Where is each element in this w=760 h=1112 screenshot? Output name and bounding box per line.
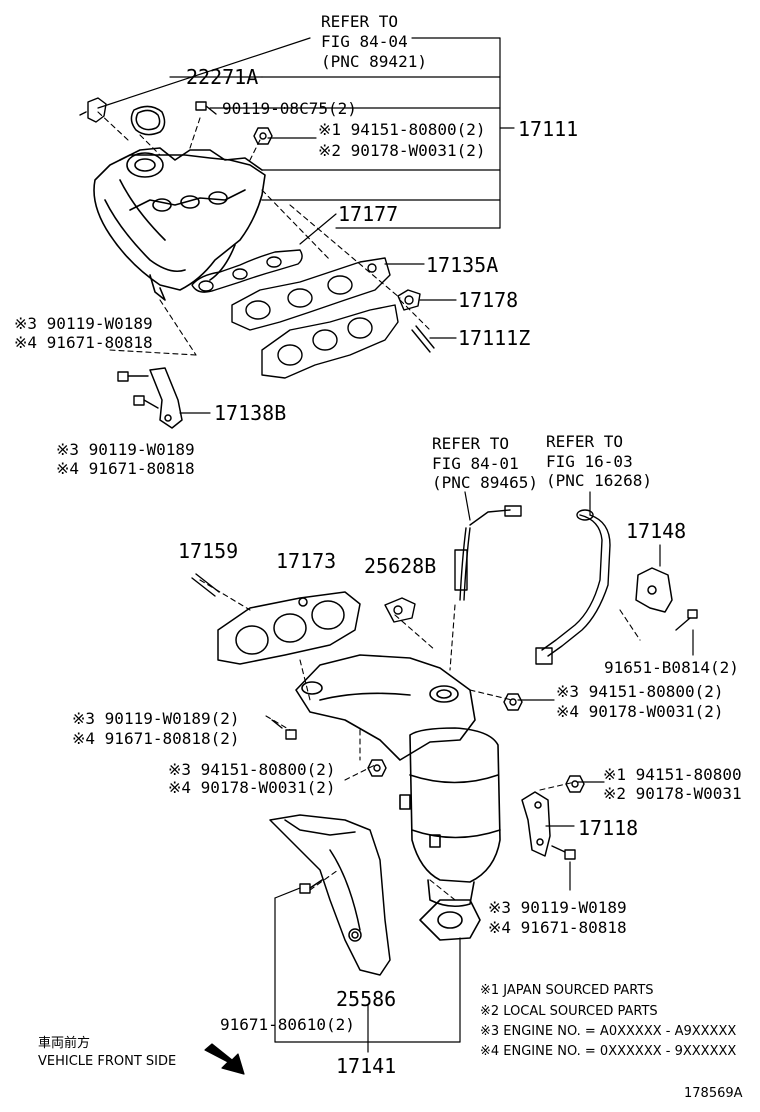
nut-94151-top [253,127,273,145]
part-90119-w0189-b: ※3 90119-W0189 [56,440,195,459]
part-90178-w0031-mid-left: ※4 90178-W0031(2) [168,778,336,797]
part-91671-80818-b: ※4 91671-80818 [56,459,195,478]
part-90178-w0031-right: ※2 90178-W0031 [603,784,742,803]
ref-top-line3: (PNC 89421) [321,52,427,71]
ref-top-line1: REFER TO [321,12,399,31]
part-17141: 17141 [336,1054,397,1078]
bolt-91651 [675,609,698,631]
vehicle-front-arrow [204,1043,245,1075]
ref-sensor-line3: (PNC 89465) [432,473,538,492]
bolt-91671-80610 [299,879,323,894]
vehicle-front-jp: 車両前方 [38,1036,91,1051]
part-17178: 17178 [458,288,519,312]
part-25628b: 25628B [364,554,437,578]
oxygen-sensor [454,505,522,601]
legend-item-1: ※1 JAPAN SOURCED PARTS [480,983,654,998]
ref-pipe-line1: REFER TO [546,432,624,451]
part-91671-80610: 91671-80610(2) [220,1015,355,1034]
nut-94151-right [565,775,585,793]
stud-17159 [191,573,220,597]
connector-top-left [79,97,107,123]
bracket-17148 [635,567,673,613]
ref-top-line2: FIG 84-04 [321,32,408,51]
part-91671-80818-2: ※4 91671-80818(2) [72,729,240,748]
part-90119-w0189-2: ※3 90119-W0189(2) [72,709,240,728]
part-25586: 25586 [336,987,397,1011]
part-94151-80800-right: ※1 94151-80800 [603,765,742,784]
part-17138b: 17138B [214,401,287,425]
gasket-17173 [217,591,361,665]
part-17177: 17177 [338,202,399,226]
part-17135a: 17135A [426,253,499,277]
bracket-17138b [149,367,183,429]
part-17148: 17148 [626,519,687,543]
bracket-17118 [521,791,551,857]
part-17159: 17159 [178,539,239,563]
part-17118: 17118 [578,816,639,840]
bolt-90119-lower-right [551,845,576,860]
gasket-17178 [397,289,421,311]
ref-pipe-line3: (PNC 16268) [546,471,652,490]
heat-insulator-25586 [269,814,391,976]
part-90119-w0189-a: ※3 90119-W0189 [14,314,153,333]
ref-sensor-line2: FIG 84-01 [432,454,519,473]
bolt-90119-08c75 [195,101,217,115]
part-94151-80800-mid-left: ※3 94151-80800(2) [168,760,336,779]
bolt-17138b-b [133,395,159,409]
part-91671-80818-a: ※4 91671-80818 [14,333,153,352]
part-90119-08c75: 90119-08C75(2) [222,99,357,118]
gasket-22271a [130,105,166,136]
gasket-17177 [191,249,303,293]
nut-94151-mid-right [503,693,523,711]
dashed-lines [97,111,641,901]
part-91651-b0814: 91651-B0814(2) [604,658,739,677]
ref-sensor-line1: REFER TO [432,434,510,453]
part-94151-80800-mid-right: ※3 94151-80800(2) [556,682,724,701]
gasket-25628b [384,597,416,623]
vehicle-front-en: VEHICLE FRONT SIDE [38,1054,177,1069]
ref-pipe-line2: FIG 16-03 [546,452,633,471]
bolt-90119-left [271,719,297,740]
part-90178-w0031-top: ※2 90178-W0031(2) [318,141,486,160]
gasket-plate-upper [261,304,399,379]
exhaust-manifold-converter-17141 [295,654,501,941]
legend-item-2: ※2 LOCAL SOURCED PARTS [480,1004,658,1019]
plate-17135a [231,257,391,331]
stud-17111z [411,325,435,353]
part-17111: 17111 [518,117,579,141]
pipe-16268 [535,509,611,665]
part-91671-80818-c: ※4 91671-80818 [488,918,627,937]
part-22271a: 22271A [186,65,259,89]
nut-94151-mid-left [367,759,387,777]
part-90178-w0031-mid-right: ※4 90178-W0031(2) [556,702,724,721]
legend-item-3: ※3 ENGINE NO. = A0XXXXX - A9XXXXX [480,1024,737,1039]
exhaust-manifold-17111 [93,147,266,301]
part-94151-80800-top: ※1 94151-80800(2) [318,120,486,139]
legend-item-4: ※4 ENGINE NO. = 0XXXXXX - 9XXXXXX [480,1044,737,1059]
part-90119-w0189-c: ※3 90119-W0189 [488,898,627,917]
bolt-17138b-a [117,371,149,382]
part-17173: 17173 [276,549,337,573]
figure-id: 178569A [684,1086,743,1101]
part-17111z: 17111Z [458,326,531,350]
